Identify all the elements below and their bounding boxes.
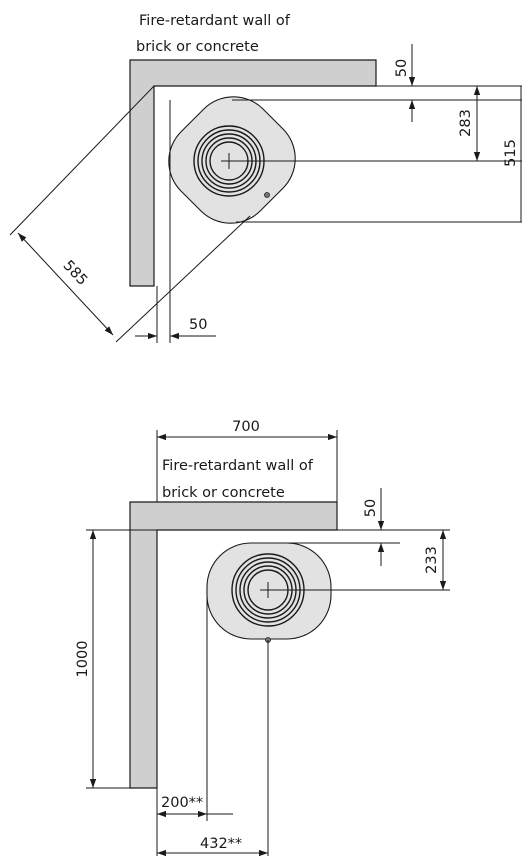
dim-wall-gap-bottom: 50: [363, 499, 379, 517]
heater-knob: [264, 192, 270, 198]
dim-side-gap: 50: [189, 317, 207, 333]
dim-diagonal: 585: [60, 258, 91, 289]
dim-arrow-diagonal: [17, 232, 114, 336]
ext-line-diag-heater: [115, 215, 251, 343]
fire-retardant-wall-bottom: [129, 501, 338, 789]
dim-center-side: 432**: [200, 836, 242, 852]
wall-installation-view: 700 Fire-retardant wall of brick or conc…: [75, 419, 450, 856]
wall-label-line1: Fire-retardant wall of: [139, 13, 291, 29]
dim-depth-top: 515: [503, 139, 519, 167]
wall-label-line1-bottom: Fire-retardant wall of: [162, 458, 314, 474]
dim-wall-height: 1000: [75, 641, 91, 678]
dim-side-gap-bottom: 200**: [161, 795, 203, 811]
dim-wall-width: 700: [232, 419, 260, 435]
ext-line-diag-wall: [9, 85, 155, 236]
dim-center-bottom: 233: [424, 546, 440, 574]
dim-center-top: 283: [458, 109, 474, 137]
corner-installation-view: Fire-retardant wall of brick or concrete…: [9, 13, 522, 343]
dim-wall-gap-top: 50: [394, 59, 410, 77]
wall-label-line2: brick or concrete: [136, 39, 259, 55]
heater-body: [168, 96, 296, 224]
wall-label-line2-bottom: brick or concrete: [162, 485, 285, 501]
